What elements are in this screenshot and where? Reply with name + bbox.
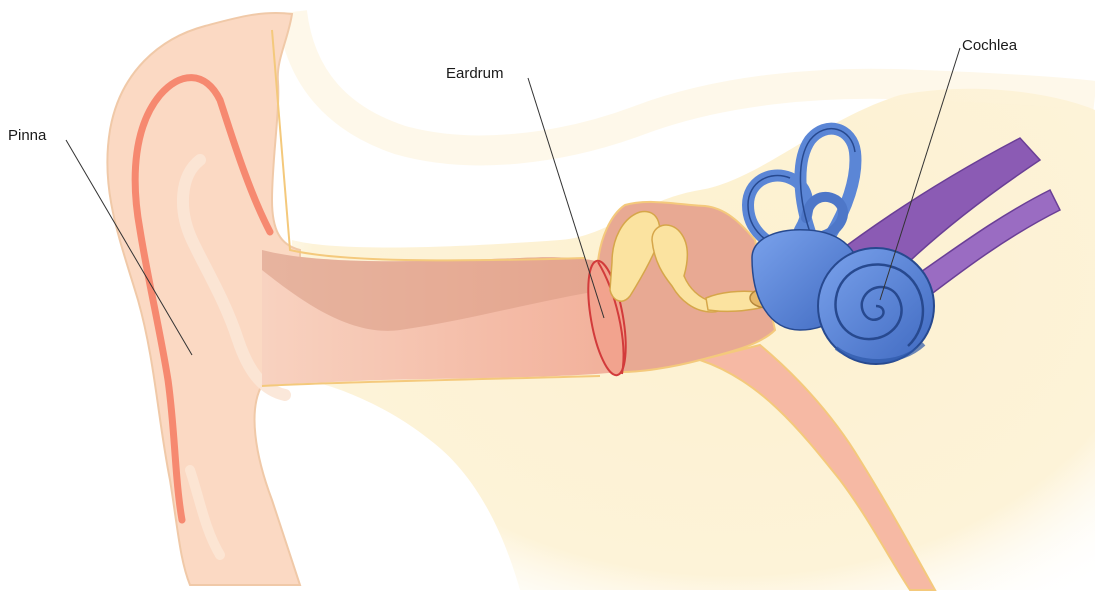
pinna-label: Pinna xyxy=(8,128,46,143)
cochlea-label: Cochlea xyxy=(962,38,1017,53)
eardrum-label: Eardrum xyxy=(446,66,504,81)
